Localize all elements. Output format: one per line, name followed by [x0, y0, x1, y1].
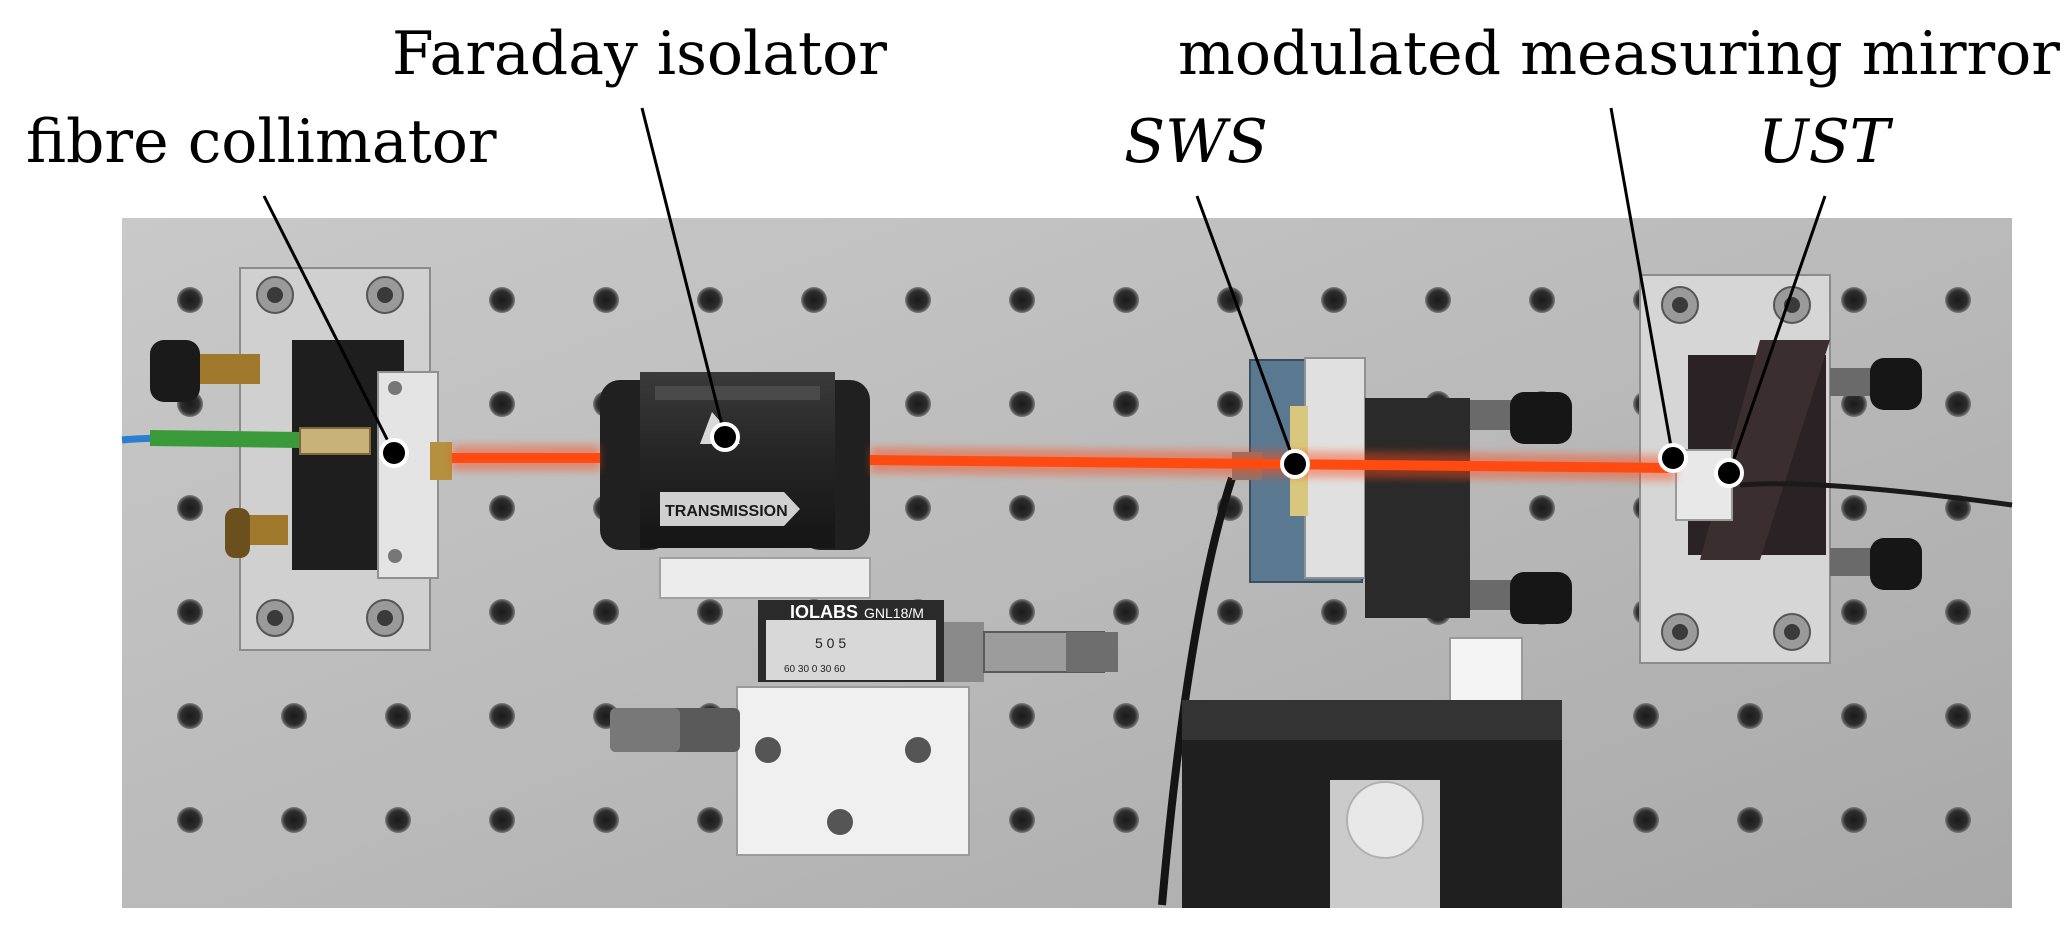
breadboard-hole	[1737, 703, 1763, 729]
breadboard-hole	[281, 703, 307, 729]
laser-beam	[452, 445, 1677, 481]
breadboard-hole	[1009, 391, 1035, 417]
breadboard-hole	[1633, 807, 1659, 833]
breadboard-hole	[697, 807, 723, 833]
breadboard-hole	[1113, 599, 1139, 625]
breadboard-hole	[1529, 495, 1555, 521]
breadboard-hole	[1217, 599, 1243, 625]
breadboard-hole	[489, 807, 515, 833]
scale-bottom-text: 60 30 0 30 60	[784, 664, 846, 675]
breadboard-hole	[1945, 495, 1971, 521]
breadboard-hole	[1737, 807, 1763, 833]
breadboard-hole	[697, 599, 723, 625]
breadboard-hole	[1009, 703, 1035, 729]
breadboard-hole	[801, 287, 827, 313]
breadboard-hole	[489, 391, 515, 417]
breadboard-hole	[1841, 391, 1867, 417]
breadboard-hole	[1841, 495, 1867, 521]
label-faraday-isolator: Faraday isolator	[392, 19, 887, 89]
breadboard-hole	[905, 495, 931, 521]
breadboard-hole	[1945, 391, 1971, 417]
lower-stage	[1182, 700, 1562, 908]
breadboard-hole	[1321, 599, 1347, 625]
breadboard-hole	[489, 599, 515, 625]
annotation-leaders	[262, 107, 1827, 488]
breadboard-hole	[1529, 287, 1555, 313]
breadboard-hole	[489, 495, 515, 521]
marker-measuring-mirror	[1658, 443, 1688, 473]
breadboard-hole	[177, 703, 203, 729]
breadboard-hole	[1113, 495, 1139, 521]
breadboard-hole	[1321, 287, 1347, 313]
breadboard-hole	[1009, 495, 1035, 521]
brand-text: IOLABS	[790, 602, 858, 622]
breadboard-hole	[1841, 703, 1867, 729]
breadboard-hole	[1217, 391, 1243, 417]
breadboard-hole	[1945, 807, 1971, 833]
marker-ust	[1714, 458, 1744, 488]
translation-stage: IOLABS GNL18/M 5 0 5 60 30 0 30 60	[610, 600, 1118, 856]
breadboard-hole	[593, 287, 619, 313]
breadboard-hole	[1113, 703, 1139, 729]
model-text: GNL18/M	[864, 605, 924, 621]
label-fibre-collimator: fibre collimator	[26, 107, 497, 177]
marker-faraday-isolator	[710, 422, 740, 452]
breadboard-hole	[1113, 287, 1139, 313]
breadboard-hole	[177, 807, 203, 833]
marker-fibre-collimator	[379, 438, 409, 468]
breadboard-hole	[1009, 599, 1035, 625]
marker-sws	[1280, 449, 1310, 479]
breadboard-hole	[1113, 807, 1139, 833]
breadboard-hole	[1841, 599, 1867, 625]
breadboard-hole	[177, 287, 203, 313]
breadboard-hole	[1009, 287, 1035, 313]
breadboard-hole	[281, 807, 307, 833]
breadboard-hole	[1633, 703, 1659, 729]
breadboard-hole	[489, 703, 515, 729]
transmission-text: TRANSMISSION	[665, 503, 788, 520]
breadboard-hole	[1009, 807, 1035, 833]
breadboard-hole	[177, 599, 203, 625]
label-sws: SWS	[1124, 107, 1268, 177]
breadboard-hole	[593, 807, 619, 833]
breadboard-hole	[1425, 287, 1451, 313]
breadboard-hole	[489, 287, 515, 313]
breadboard-hole	[1113, 391, 1139, 417]
breadboard-hole	[593, 599, 619, 625]
label-ust: UST	[1758, 107, 1890, 177]
breadboard-hole	[1945, 703, 1971, 729]
breadboard-hole	[905, 287, 931, 313]
breadboard-hole	[1841, 807, 1867, 833]
breadboard-hole	[697, 287, 723, 313]
breadboard-hole	[385, 807, 411, 833]
label-modulated-measuring-mirror: modulated measuring mirror	[1178, 19, 2060, 89]
breadboard-hole	[177, 495, 203, 521]
breadboard-hole	[905, 391, 931, 417]
breadboard-hole	[1841, 287, 1867, 313]
breadboard-hole	[385, 703, 411, 729]
breadboard-hole	[1945, 287, 1971, 313]
breadboard-hole	[1945, 599, 1971, 625]
scale-top-text: 5 0 5	[815, 635, 846, 651]
